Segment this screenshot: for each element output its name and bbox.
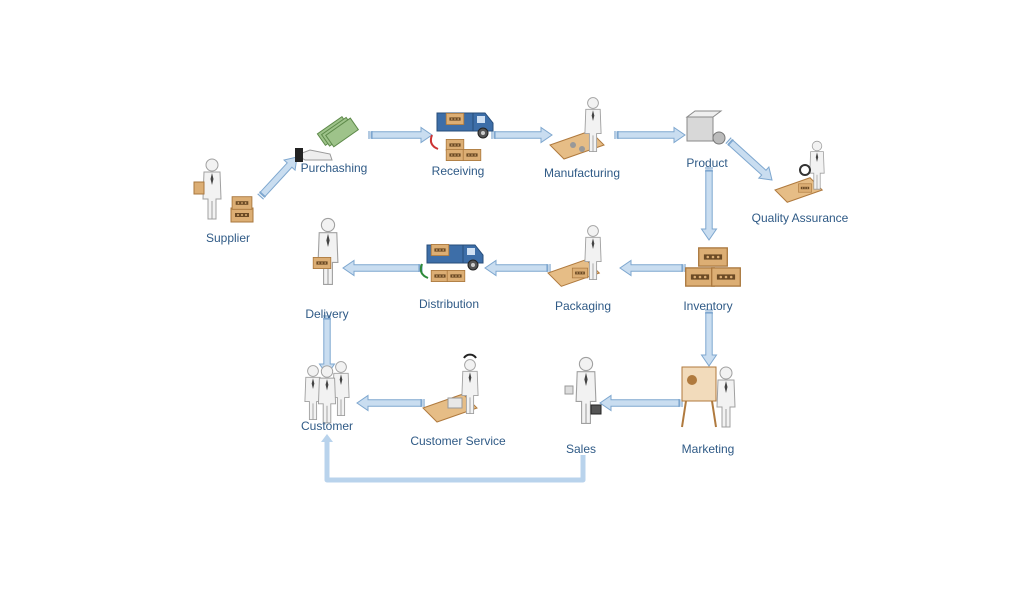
presenter-board-icon (681, 366, 736, 428)
truck-icon (419, 243, 484, 283)
arrow-distribution-to-delivery (342, 259, 423, 277)
salesperson-icon (564, 356, 602, 424)
arrow-purchashing-to-receiving (368, 126, 433, 144)
node-label-distribution: Distribution (418, 297, 480, 311)
arrow-product-to-inventory (700, 167, 718, 241)
arrow-product-to-quality-assurance (725, 137, 773, 181)
product-box-gear-icon (685, 110, 726, 145)
supplier-with-boxes-icon (193, 158, 254, 223)
node-label-packaging: Packaging (554, 299, 612, 313)
truck-icon (429, 112, 494, 162)
node-label-manufacturing: Manufacturing (543, 166, 621, 180)
arrow-packaging-to-distribution (484, 259, 551, 277)
arrow-supplier-to-purchashing (257, 156, 298, 200)
node-label-purchashing: Purchashing (300, 161, 368, 175)
courier-icon (312, 217, 339, 285)
arrow-inventory-to-marketing (700, 309, 718, 367)
node-label-customer: Customer (300, 419, 354, 433)
arrow-customer-service-to-customer (356, 394, 425, 412)
arrow-marketing-to-sales (599, 394, 683, 412)
arrow-sales-to-customer (321, 434, 586, 483)
node-label-sales: Sales (565, 442, 597, 456)
hand-with-money-icon (295, 115, 360, 162)
node-label-delivery: Delivery (305, 307, 349, 321)
node-label-inventory: Inventory (683, 299, 733, 313)
node-label-quality-assurance: Quality Assurance (751, 211, 849, 225)
arrow-inventory-to-packaging (619, 259, 686, 277)
node-label-receiving: Receiving (431, 164, 485, 178)
worker-at-bench-icon (549, 97, 605, 160)
node-label-customer-service: Customer Service (410, 434, 506, 448)
node-label-supplier: Supplier (205, 231, 251, 245)
packer-icon (547, 225, 602, 287)
node-label-marketing: Marketing (681, 442, 735, 456)
inspector-magnifier-icon (774, 140, 825, 203)
node-label-product: Product (686, 156, 728, 170)
support-agent-icon (422, 353, 479, 423)
customers-group-icon (304, 361, 350, 424)
arrow-manufacturing-to-product (614, 126, 686, 144)
arrow-receiving-to-manufacturing (491, 126, 553, 144)
stacked-boxes-icon (685, 247, 741, 287)
